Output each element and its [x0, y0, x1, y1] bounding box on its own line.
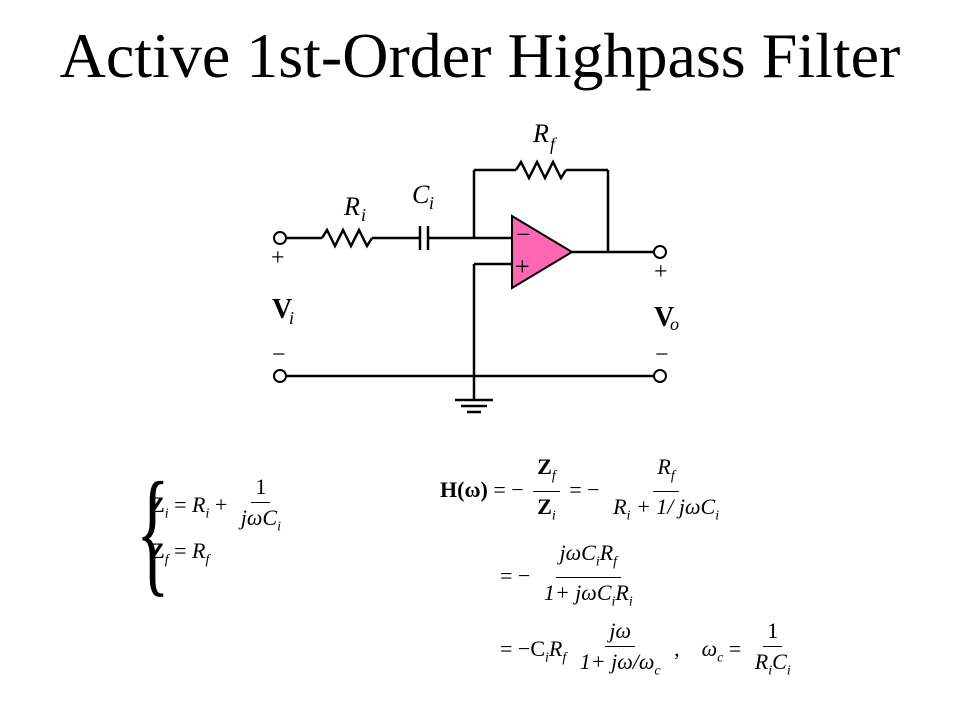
h1-fraction-z: Zf Zi — [533, 452, 560, 532]
resistor-ri — [320, 227, 374, 249]
vo-minus-sign: − — [655, 342, 669, 368]
label-ri-sub: i — [361, 205, 366, 225]
label-vo: V — [654, 302, 674, 333]
vo-plus-sign: + — [654, 259, 668, 285]
vi-minus-sign: − — [272, 342, 286, 368]
label-vi: V — [272, 294, 292, 325]
eq-zf: Zf = Rf — [150, 538, 210, 568]
zi-fraction: 1 jωCi — [240, 474, 281, 535]
opamp-plus-sign: + — [515, 252, 530, 281]
label-ri: R — [343, 192, 360, 221]
h2-fraction: jωCiRf 1+ jωCiRi — [543, 540, 633, 610]
wc-fraction: 1 RiCi — [754, 618, 791, 679]
circuit-wires — [286, 159, 654, 414]
h1-fraction-r: Rf Ri + 1/ jωCi — [613, 454, 720, 524]
opamp-triangle — [511, 214, 574, 290]
terminal-vo-bottom — [653, 369, 667, 383]
slide-title: Active 1st-Order Highpass Filter — [59, 20, 901, 91]
resistor-rf — [514, 159, 568, 181]
eq-zi: Zi = Ri + 1 jωCi — [150, 472, 289, 542]
eq-h1: H(ω) = − Zf Zi = − Rf Ri + 1/ jωCi — [440, 452, 727, 532]
h3-fraction: jω 1+ jω/ωc — [579, 618, 661, 679]
label-ci: C — [412, 180, 430, 209]
terminal-vo-top — [653, 245, 667, 259]
vi-plus-sign: + — [271, 245, 285, 271]
label-rf: R — [532, 119, 549, 148]
opamp-minus-sign: − — [516, 220, 531, 249]
terminal-vi-top — [273, 231, 287, 245]
eq-h2: = − jωCiRf 1+ jωCiRi — [500, 538, 641, 618]
label-vo-sub: o — [670, 314, 679, 334]
terminal-vi-bottom — [273, 369, 287, 383]
label-ci-sub: i — [429, 193, 434, 213]
left-brace: { — [136, 454, 170, 609]
label-vi-sub: i — [289, 308, 294, 328]
eq-h3: = −CiRf jω 1+ jω/ωc , ωc = 1 RiCi — [500, 616, 799, 686]
label-rf-sub: f — [550, 134, 558, 154]
